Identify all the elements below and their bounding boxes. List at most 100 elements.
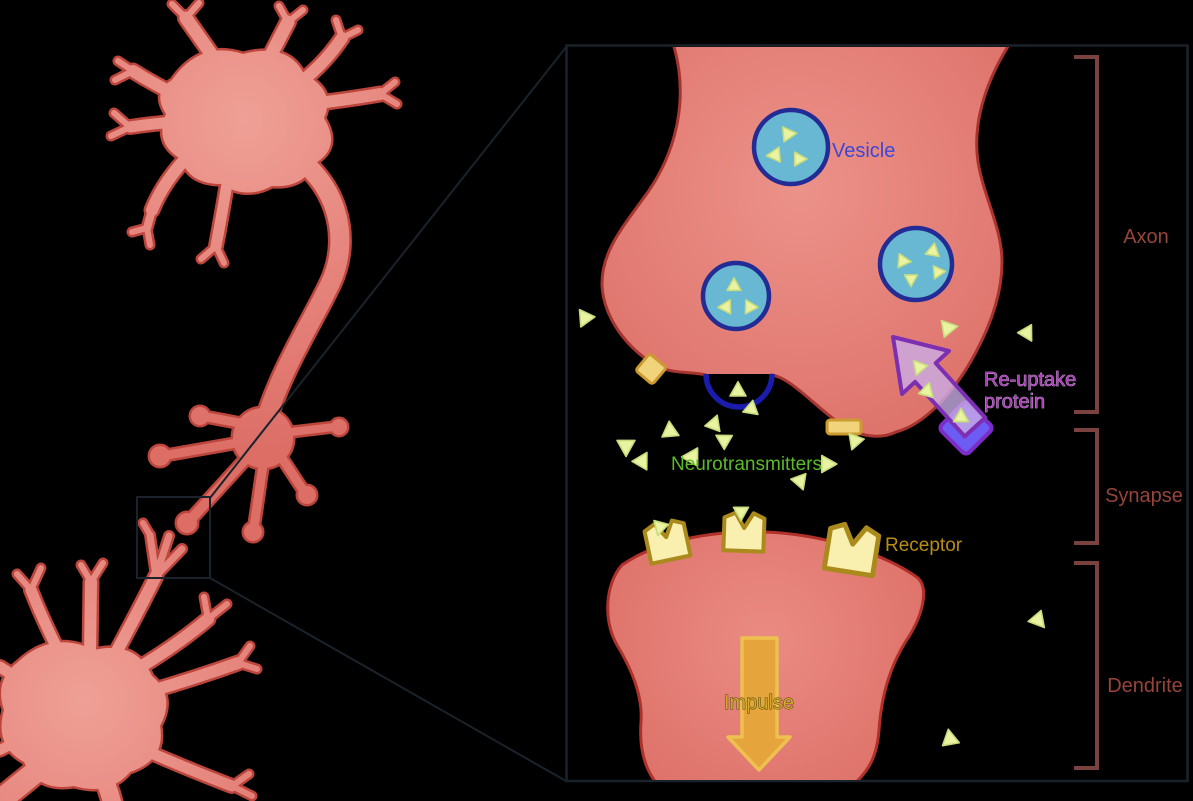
neuron-part [106, 570, 162, 666]
vesicle-neurotransmitter-triangle [903, 274, 919, 288]
neuron-part [183, 0, 202, 21]
vesicle-neurotransmitter-triangle [793, 151, 808, 167]
neurotransmitter-triangle [729, 380, 747, 397]
vesicle-neurotransmitter-triangle [897, 252, 912, 269]
neuron-part [201, 594, 211, 622]
neuron-part [169, 1, 189, 21]
neuron-part [28, 565, 44, 593]
neuron-part [256, 138, 350, 430]
neurotransmitter-triangle [715, 434, 734, 451]
vesicle-neurotransmitter-triangle [744, 299, 759, 315]
vesicle-icon [751, 107, 831, 187]
neuron-part [1, 642, 167, 789]
neurotransmitter-triangle [661, 420, 680, 438]
dendrite-bracket [1074, 561, 1099, 770]
vesicle-icon [877, 225, 955, 303]
receptor-label: Receptor [885, 535, 963, 556]
neurotransmitter-triangle [631, 451, 648, 471]
neuron-part [152, 545, 186, 580]
synapse-bracket [1074, 428, 1099, 545]
neurotransmitter-triangle [912, 359, 929, 377]
neuron-part [377, 91, 400, 107]
neuron-part [0, 661, 42, 696]
vesicle-neurotransmitter-triangle [717, 299, 732, 315]
neurotransmitter-triangle [680, 447, 699, 467]
reuptake-protein-label-line1: Re-uptake [984, 369, 1076, 391]
axon-bracket [1074, 55, 1099, 414]
neuron-part [191, 407, 209, 425]
neuron-part [339, 27, 361, 41]
neuron-part [163, 436, 253, 460]
neuron-part [84, 576, 97, 660]
neuron-part [235, 643, 253, 666]
vesicle-neurotransmitter-triangle [932, 265, 947, 280]
neuron-part [129, 740, 238, 792]
neuron-part [108, 124, 133, 139]
neuron-part [140, 520, 153, 538]
neuron-part [202, 412, 260, 431]
neurotransmitter-triangle [820, 454, 838, 474]
neurotransmitter-triangle [1016, 323, 1033, 342]
neuron-part [14, 571, 34, 593]
neuron-part [142, 657, 244, 698]
neuron-part [285, 7, 306, 25]
neuron-part [160, 50, 332, 193]
neurotransmitter-triangle [848, 432, 866, 451]
neuron-part [229, 771, 252, 789]
neuron-part [177, 513, 197, 533]
neuron-part [144, 225, 153, 248]
vesicle-neurotransmitter-triangle [726, 277, 742, 292]
postsynaptic-neuron [0, 517, 263, 801]
neurotransmitter-triangle [732, 506, 750, 522]
neuron-part [276, 3, 291, 25]
vesicle-icon [700, 260, 772, 332]
neurotransmitter-triangle [742, 399, 759, 416]
neurotransmitter-triangle [653, 519, 670, 537]
neurotransmitter-triangle [941, 728, 961, 747]
neurotransmitter-triangle [917, 381, 934, 399]
neuron-part [112, 68, 136, 83]
neuron-part [333, 17, 345, 41]
neuron-part [331, 419, 347, 435]
zoom-connector-line-bottom [209, 577, 567, 782]
synapse-region-label: Synapse [1105, 485, 1183, 507]
vesicles [700, 107, 955, 332]
presynaptic-neuron [105, 0, 403, 544]
neuron-part [0, 731, 33, 755]
vesicle-neurotransmitter-triangle [781, 126, 798, 143]
neuron-part [88, 560, 106, 585]
zoom-region-box [136, 496, 211, 579]
neurotransmitter-triangle [578, 308, 596, 328]
neuron-part [0, 745, 67, 801]
neuron-part [91, 761, 121, 801]
neuron-part [210, 172, 234, 252]
vesicle-neurotransmitter-triangle [924, 242, 940, 258]
dendrite-region-label: Dendrite [1107, 675, 1183, 697]
neuron-part [273, 447, 308, 495]
neuron-part [111, 110, 133, 130]
zoom-connector-line-top [209, 45, 568, 499]
fused-vesicle-arc [703, 373, 775, 410]
neurotransmitter-triangle [789, 472, 807, 491]
synapse-detail-panel: Vesicle Re-uptake protein Neurotransmitt… [565, 44, 1189, 783]
neuron-part [235, 660, 260, 672]
neuron-part [244, 523, 262, 541]
axon-region-label: Axon [1123, 226, 1169, 248]
neurotransmitter-triangle [703, 414, 721, 433]
membrane-channel-diamond [635, 353, 667, 385]
vesicle-neurotransmitter-triangle [765, 146, 782, 163]
neuron-part [229, 783, 255, 799]
neuron-part [187, 447, 257, 523]
neurotransmitter-triangle [616, 439, 636, 458]
neuron-part [213, 243, 227, 266]
neuron-part [298, 486, 316, 504]
neuron-part [279, 423, 338, 437]
neuron-part [150, 446, 170, 466]
neurotransmitters-label: Neurotransmitters [671, 454, 822, 475]
neurotransmitter-triangle [952, 407, 970, 423]
neuron-part [25, 584, 64, 656]
neuron-part [205, 601, 230, 622]
